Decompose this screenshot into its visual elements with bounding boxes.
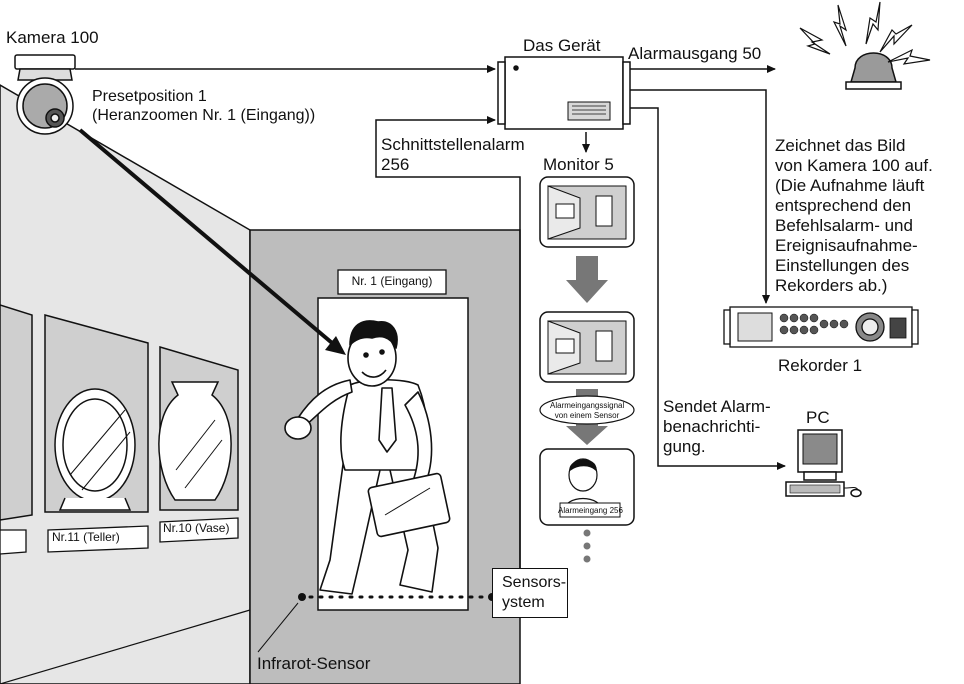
recorder-desc-line-6: Ereignisaufnahme- <box>775 236 918 255</box>
pc-notify-line-1: Sendet Alarm- <box>663 397 771 416</box>
recorder-desc-line-3: (Die Aufnahme läuft <box>775 176 925 195</box>
interface-alarm-label: Schnittstellenalarm <box>381 135 525 154</box>
camera-label: Kamera 100 <box>6 28 99 47</box>
recorder-desc-line-2: von Kamera 100 auf. <box>775 156 933 175</box>
monitor-screen-1 <box>539 176 635 248</box>
recorder-desc-line-7: Einstellungen des <box>775 256 910 275</box>
pc-notify-line-3: gung. <box>663 437 706 456</box>
device-unit <box>497 56 631 130</box>
sensor-signal-line2: von einem Sensor <box>554 411 620 420</box>
recorder-label: Rekorder 1 <box>778 356 863 375</box>
monitor-label: Monitor 5 <box>543 155 614 174</box>
plate-exhibit <box>54 388 136 511</box>
plate-label: Nr.11 (Teller) <box>52 530 120 544</box>
dome-camera <box>14 54 76 135</box>
monitor-screen-2 <box>539 311 635 383</box>
pc-label: PC <box>806 408 830 427</box>
alarm-output-label: Alarmausgang 50 <box>628 44 762 63</box>
camera-zoom-arrow <box>78 128 340 350</box>
recorder-desc-line-4: entsprechend den <box>775 196 912 215</box>
recorder-desc-line-8: Rekorders ab.) <box>775 276 888 295</box>
alarm-light-icon <box>799 1 931 90</box>
connection-lines <box>75 65 786 598</box>
pc-notify-line-2: benachrichti- <box>663 417 761 436</box>
preset-position-label: Presetposition 1 <box>92 88 207 105</box>
sensor-system-box <box>492 568 568 618</box>
sequence-continuation-dots <box>583 529 591 563</box>
vase-exhibit <box>158 381 232 501</box>
recorder-desc-line-1: Zeichnet das Bild <box>775 136 906 155</box>
device-label: Das Gerät <box>523 36 601 55</box>
interface-alarm-number: 256 <box>381 155 410 174</box>
recorder-unit <box>723 306 919 348</box>
recorder-desc-line-5: Befehlsalarm- und <box>775 216 913 235</box>
sensor-system-line1: Sensors- <box>502 574 567 591</box>
sequence-arrow-1 <box>566 256 608 303</box>
intruder-person <box>284 320 451 595</box>
camera-zoom-arrowhead <box>325 336 346 355</box>
alarm-input-caption: Alarmeingang 256 <box>558 506 623 515</box>
pc-computer <box>785 429 862 498</box>
sensor-signal-bubble <box>539 395 635 425</box>
preset-zoom-label: (Heranzoomen Nr. 1 (Eingang)) <box>92 107 316 124</box>
monitor-screen-3 <box>539 448 635 526</box>
vase-label: Nr.10 (Vase) <box>163 521 230 535</box>
exhibit-label-plates <box>0 517 239 555</box>
sensor-signal-line1: Alarmeingangssignal <box>550 401 625 410</box>
infrared-sensor-label: Infrarot-Sensor <box>257 654 371 673</box>
sensor-system-line2: ystem <box>502 594 545 611</box>
entrance-label: Nr. 1 (Eingang) <box>351 274 433 288</box>
